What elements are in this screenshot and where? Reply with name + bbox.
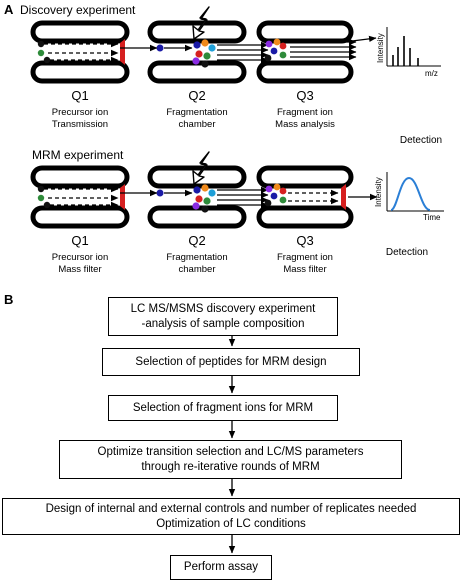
ion-dot xyxy=(43,201,51,209)
mrm-chromatogram: Intensity Time Detection xyxy=(374,172,444,258)
quadrupole-rod xyxy=(147,205,247,229)
ion-dot xyxy=(192,57,200,65)
ion-dot xyxy=(279,51,287,59)
lightning-icon xyxy=(192,6,210,40)
spectrum-x-label: m/z xyxy=(425,69,438,78)
quadrupole-rod xyxy=(30,205,130,229)
quadrupole-rod xyxy=(256,20,354,44)
discovery-title: Discovery experiment xyxy=(20,3,136,17)
flow-step-optimize-transitions: Optimize transition selection and LC/MS … xyxy=(59,440,402,479)
ion-dot xyxy=(193,186,201,194)
quadrupole-rod xyxy=(147,60,247,84)
ion-dot xyxy=(193,41,201,49)
stage-description: Mass filter xyxy=(58,264,101,275)
chromatogram-x-label: Time xyxy=(423,213,441,222)
ion-dot xyxy=(37,49,45,57)
ion-dot xyxy=(273,38,281,46)
exit-slit-marker xyxy=(341,184,346,210)
stage-description: Precursor ion xyxy=(52,107,109,118)
ion-dot xyxy=(208,44,216,52)
ion-dot xyxy=(265,40,273,48)
quadrupole-rod xyxy=(256,205,354,229)
stage-description: Fragment ion xyxy=(277,252,333,263)
stage-name-q1: Q1 xyxy=(71,88,88,103)
quadrupole-rod xyxy=(256,165,354,189)
mrm-detection-label: Detection xyxy=(386,247,428,258)
ion-dot xyxy=(156,189,164,197)
quadrupole-rod xyxy=(30,60,130,84)
ion-dot xyxy=(279,196,287,204)
stage-name-q2: Q2 xyxy=(188,88,205,103)
ion-dot xyxy=(201,184,209,192)
ion-dot xyxy=(37,40,45,48)
ion-dot xyxy=(201,39,209,47)
panel-b-label: B xyxy=(4,292,13,307)
quadrupole-rod xyxy=(30,165,130,189)
stage-name-q2: Q2 xyxy=(188,233,205,248)
stage-description: Mass analysis xyxy=(275,119,335,130)
ion-dot xyxy=(201,205,209,213)
chromatogram-y-label: Intensity xyxy=(374,177,383,207)
stage-description: Precursor ion xyxy=(52,252,109,263)
discovery-detection-label: Detection xyxy=(400,135,442,146)
quadrupole-rod xyxy=(30,20,130,44)
exit-slit-marker xyxy=(120,39,125,65)
stage-description: Fragmentation xyxy=(166,252,227,263)
ion-dot xyxy=(264,199,272,207)
stage-description: Fragmentation xyxy=(166,107,227,118)
ion-dot xyxy=(279,187,287,195)
flow-step-select-fragments: Selection of fragment ions for MRM xyxy=(108,395,338,421)
chromatogram-peak xyxy=(390,176,431,211)
ion-dot xyxy=(203,52,211,60)
stage-description: chamber xyxy=(179,264,216,275)
ion-dot xyxy=(156,44,164,52)
ion-dot xyxy=(264,54,272,62)
discovery-spectrum: Intensity m/z Detection xyxy=(376,27,442,146)
ion-dot xyxy=(265,185,273,193)
exit-slit-marker xyxy=(120,184,125,210)
panel-a-label: A xyxy=(4,2,14,17)
ion-dot xyxy=(270,192,278,200)
ion-dot xyxy=(37,185,45,193)
stage-description: Mass filter xyxy=(283,264,326,275)
flow-step-perform-assay: Perform assay xyxy=(170,555,272,580)
ion-dot xyxy=(201,60,209,68)
flow-step-discovery: LC MS/MSMS discovery experiment -analysi… xyxy=(108,297,338,336)
ion-dot xyxy=(279,42,287,50)
stage-description: chamber xyxy=(179,119,216,130)
stage-name-q3: Q3 xyxy=(296,233,313,248)
ion-dot xyxy=(208,189,216,197)
stage-name-q3: Q3 xyxy=(296,88,313,103)
ion-dot xyxy=(195,50,203,58)
flow-step-design-controls: Design of internal and external controls… xyxy=(2,498,460,535)
ion-dot xyxy=(37,194,45,202)
ion-dot xyxy=(192,202,200,210)
ion-dot xyxy=(43,56,51,64)
stage-description: Transmission xyxy=(52,119,108,130)
stage-name-q1: Q1 xyxy=(71,233,88,248)
mrm-title: MRM experiment xyxy=(32,148,124,162)
flow-step-select-peptides: Selection of peptides for MRM design xyxy=(102,348,360,376)
stage-description: Fragment ion xyxy=(277,107,333,118)
lightning-icon xyxy=(192,151,210,185)
ion-dot xyxy=(195,195,203,203)
ion-dot xyxy=(270,47,278,55)
quadrupole-rod xyxy=(256,60,354,84)
ion-dot xyxy=(203,197,211,205)
ion-dot xyxy=(273,183,281,191)
spectrum-y-label: Intensity xyxy=(376,33,385,63)
ion-path-arrow xyxy=(343,35,377,43)
